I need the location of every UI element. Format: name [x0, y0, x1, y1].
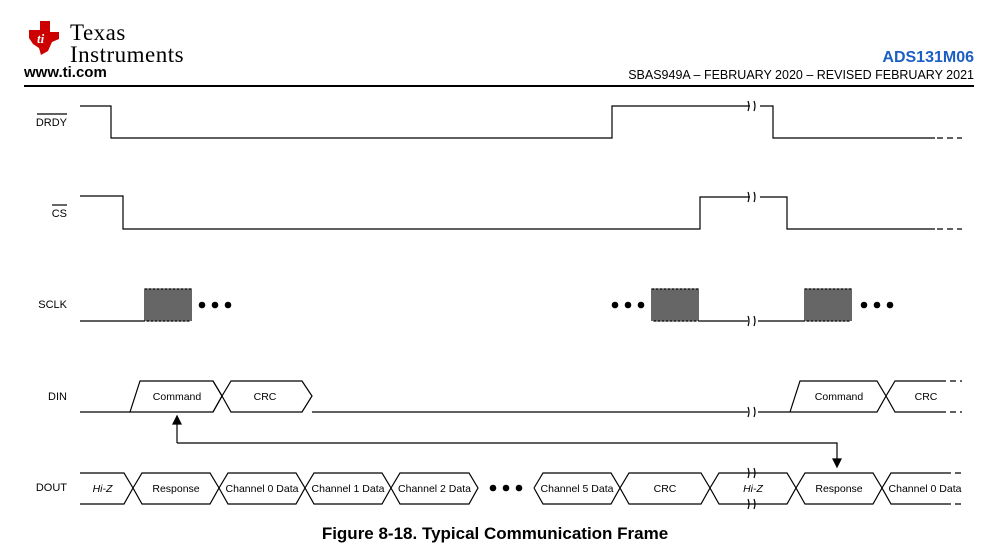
- ellipsis-icon: [611, 301, 645, 309]
- dout-label-channel-0-data-2: Channel 0 Data: [889, 483, 962, 495]
- signal-label-cs: CS: [52, 208, 67, 220]
- ti-logo-icon: ti: [29, 21, 59, 55]
- dout-label-channel-1-data: Channel 1 Data: [312, 483, 385, 495]
- break-mark-icon: [747, 100, 756, 112]
- ellipsis-icon: [198, 301, 232, 309]
- break-mark-icon: [747, 315, 756, 327]
- dout-cell-channel-2-data: [390, 472, 479, 505]
- cs-waveform: [80, 191, 962, 230]
- command-response-arrow: [172, 414, 842, 469]
- dout-label-channel-2-data: Channel 2 Data: [398, 483, 471, 495]
- signal-label-drdy: DRDY: [36, 117, 68, 129]
- din-label-command: Command: [153, 391, 202, 403]
- revision-info: SBAS949A – FEBRUARY 2020 – REVISED FEBRU…: [628, 68, 974, 82]
- signal-label-din: DIN: [48, 391, 67, 403]
- dout-label-channel-5-data: Channel 5 Data: [541, 483, 614, 495]
- brand-line-2: Instruments: [70, 42, 185, 67]
- dout-label-response: Response: [152, 483, 199, 495]
- break-mark-icon: [747, 467, 756, 510]
- sclk-waveform: [80, 288, 894, 327]
- dout-label-response-2: Response: [815, 483, 862, 495]
- din-label-crc-2: CRC: [915, 391, 938, 403]
- break-mark-icon: [747, 191, 756, 203]
- din-label-command-2: Command: [815, 391, 864, 403]
- dout-label-channel-0-data: Channel 0 Data: [226, 483, 299, 495]
- signal-label-dout: DOUT: [36, 482, 67, 494]
- svg-text:ti: ti: [37, 31, 45, 46]
- sclk-burst-3: [804, 288, 852, 322]
- dout-waveform: Hi-Z Response Channel 0 Data Channel 1 Data…: [80, 467, 962, 510]
- sclk-burst-1: [144, 288, 192, 322]
- brand-name: Texas Instruments: [70, 20, 185, 67]
- break-mark-icon: [747, 406, 756, 418]
- signal-label-sclk: SCLK: [38, 299, 67, 311]
- dout-label-hi-z: Hi-Z: [93, 483, 113, 495]
- header-rule: [24, 85, 974, 87]
- ellipsis-icon: [489, 484, 523, 492]
- document-id[interactable]: ADS131M06: [882, 49, 974, 66]
- brand-line-1: Texas: [70, 20, 126, 45]
- sclk-burst-2: [651, 288, 699, 322]
- din-waveform: Command CRC Command CRC: [80, 380, 962, 418]
- website-link[interactable]: www.ti.com: [24, 64, 107, 81]
- dout-cell-channel-0-data-2: [881, 472, 945, 505]
- dout-label-crc: CRC: [654, 483, 677, 495]
- figure-caption: Figure 8-18. Typical Communication Frame: [321, 524, 669, 543]
- din-label-crc: CRC: [254, 391, 277, 403]
- din-cell-crc: [221, 380, 313, 413]
- drdy-waveform: [80, 100, 962, 139]
- dout-label-hi-z-2: Hi-Z: [743, 483, 763, 495]
- ellipsis-icon: [860, 301, 894, 309]
